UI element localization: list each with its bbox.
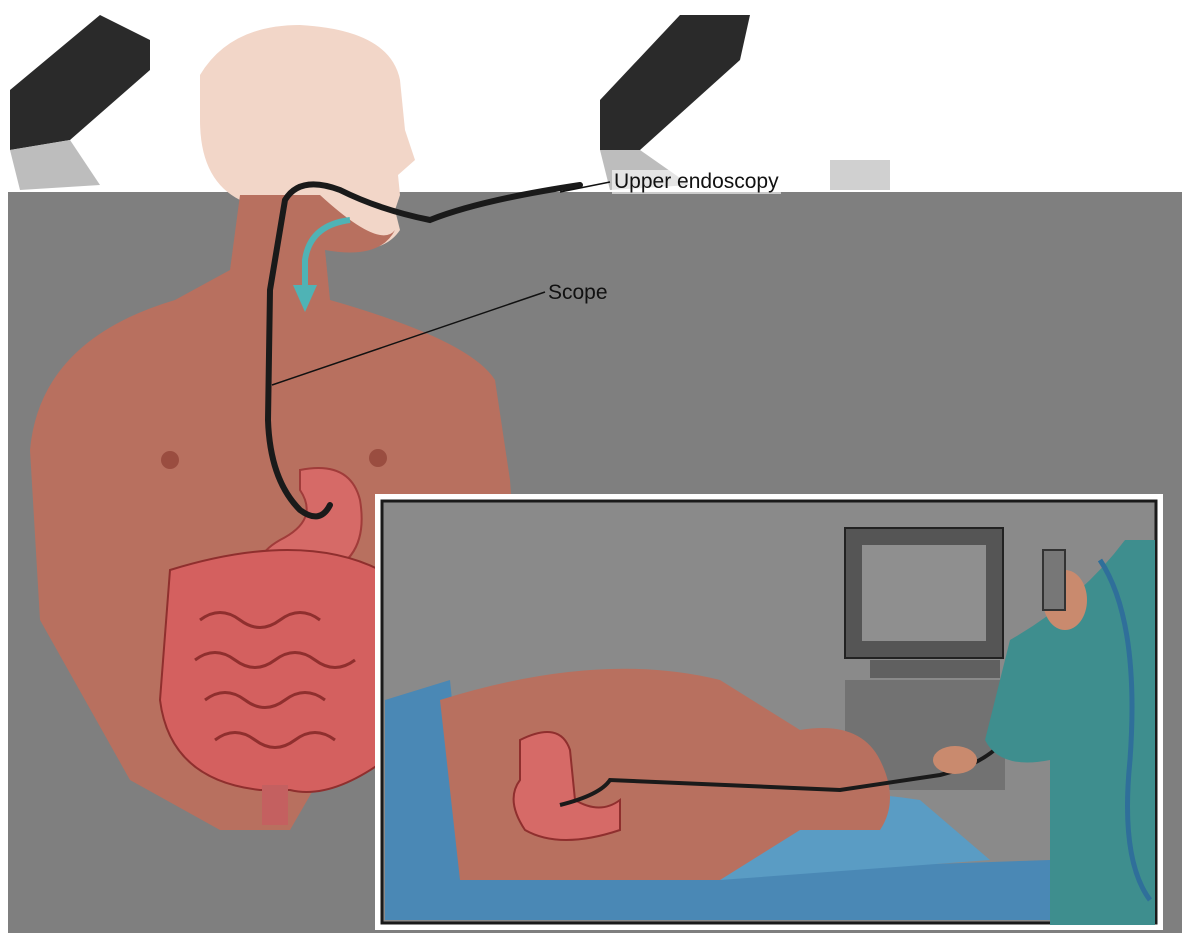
- procedure-inset: [378, 497, 1160, 927]
- upper-endoscopy-label: Upper endoscopy: [612, 170, 781, 194]
- scope-label: Scope: [548, 281, 608, 305]
- top-artifacts: [10, 15, 890, 190]
